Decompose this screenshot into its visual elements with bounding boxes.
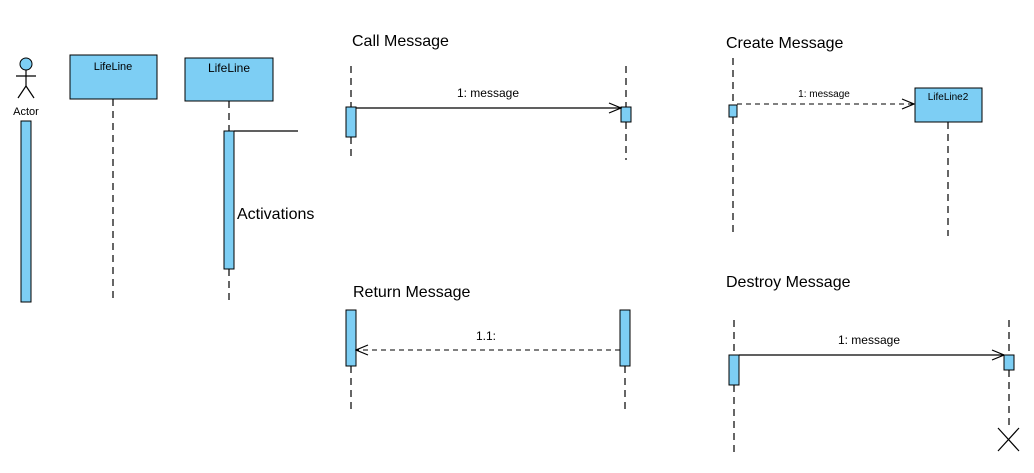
lifeline-small-box (69, 54, 158, 100)
destroy-message-title: Destroy Message (726, 274, 851, 291)
destroy-x-icon (997, 427, 1020, 452)
actor-activation-bar (20, 120, 32, 303)
return-message-example[interactable]: Return Message 1.1: (345, 284, 631, 414)
activations-label: Activations (237, 206, 314, 223)
created-lifeline-label: LifeLine2 (928, 92, 969, 103)
lifeline-large-label: LifeLine (208, 61, 250, 75)
call-target-activation (620, 106, 632, 123)
lifeline-small-label: LifeLine (94, 61, 133, 73)
actor-icon (16, 57, 36, 99)
destroy-target-activation (1003, 354, 1015, 371)
lifeline-small[interactable]: LifeLine (69, 54, 158, 302)
call-message-example[interactable]: Call Message 1: message (345, 33, 632, 160)
create-message-label: 1: message (798, 89, 850, 100)
call-message-title: Call Message (352, 33, 449, 50)
call-source-activation (345, 106, 357, 138)
actor-label: Actor (13, 106, 39, 118)
activation-bar (223, 130, 235, 270)
return-target-activation (619, 309, 631, 367)
create-message-example[interactable]: Create Message 1: message LifeLine2 (726, 35, 983, 236)
destroy-message-label: 1: message (838, 333, 900, 347)
create-source-activation (728, 104, 738, 118)
created-lifeline-box (914, 87, 983, 123)
create-message-title: Create Message (726, 35, 843, 52)
lifeline-activation-example[interactable]: LifeLine Activations (184, 57, 314, 302)
actor-lifeline[interactable]: Actor (13, 57, 39, 303)
destroy-message-example[interactable]: Destroy Message 1: message (726, 274, 1020, 452)
destroy-source-activation (728, 354, 740, 386)
call-message-label: 1: message (457, 86, 519, 100)
return-message-label: 1.1: (476, 329, 496, 343)
return-message-title: Return Message (353, 284, 470, 301)
return-source-activation (345, 309, 357, 367)
